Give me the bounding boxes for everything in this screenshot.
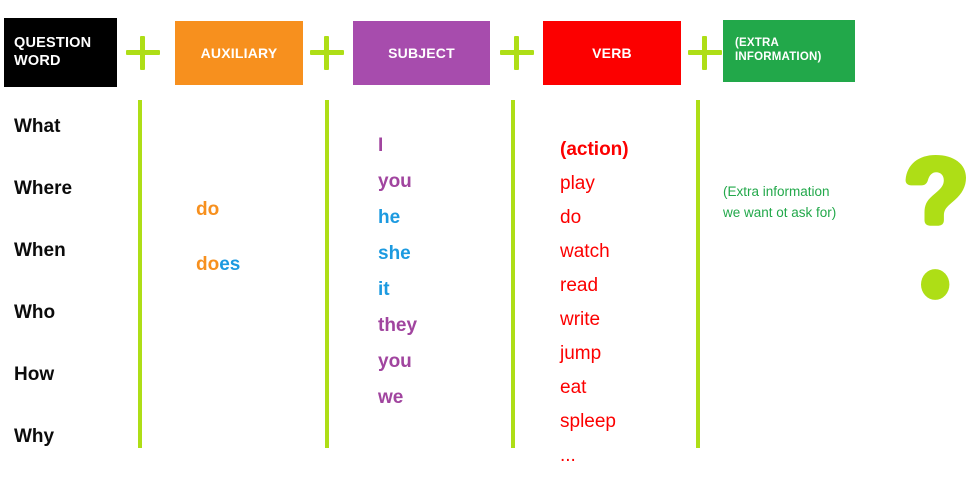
column-question-words: What Where When Who How Why <box>14 96 134 468</box>
header-box-verb-label: VERB <box>592 44 632 61</box>
header-box-question-word: QUESTION WORD <box>4 18 117 87</box>
verb-item-action: (action) <box>560 139 629 160</box>
verb-item: jump <box>560 343 602 364</box>
subject-item: they <box>378 315 418 336</box>
header-box-auxiliary: AUXILIARY <box>175 21 303 85</box>
subject-item: it <box>378 279 390 300</box>
auxiliary-does-ending: es <box>219 254 241 275</box>
question-structure-diagram: QUESTION WORD AUXILIARY SUBJECT VERB (EX… <box>4 18 967 468</box>
verb-item: read <box>560 275 599 296</box>
subject-item: you <box>378 171 412 192</box>
extra-information-line-2: we want ot ask for) <box>723 204 837 220</box>
plus-sign-icon-4 <box>688 36 722 70</box>
header-box-subject: SUBJECT <box>353 21 490 85</box>
question-word-item: How <box>14 364 55 385</box>
question-word-item: Why <box>14 426 55 447</box>
verb-item: do <box>560 207 582 228</box>
subject-item: I <box>378 135 384 156</box>
column-divider-line-4 <box>696 100 700 448</box>
question-word-item: Where <box>14 178 73 199</box>
auxiliary-does-stem: do <box>196 254 220 275</box>
column-divider-line-3 <box>511 100 515 448</box>
extra-information-line-1: (Extra information <box>723 184 830 199</box>
plus-sign-icon-1 <box>126 36 160 70</box>
column-verbs: (action) play do watch read write jump e… <box>560 140 700 480</box>
subject-item: you <box>378 351 412 372</box>
header-box-question-word-label: QUESTION WORD <box>14 35 92 69</box>
question-word-item: What <box>14 116 61 137</box>
verb-item: watch <box>560 241 610 262</box>
verb-item: eat <box>560 377 587 398</box>
column-subjects: I you he she it they you we <box>378 136 508 424</box>
header-box-verb: VERB <box>543 21 681 85</box>
header-box-extra-information-label: (EXTRA INFORMATION) <box>735 37 822 63</box>
verb-item-ellipsis: ... <box>560 445 576 466</box>
header-box-extra-information: (EXTRA INFORMATION) <box>723 20 855 82</box>
header-box-subject-label: SUBJECT <box>388 44 455 61</box>
plus-sign-icon-3 <box>500 36 534 70</box>
auxiliary-item-do: do <box>196 200 316 219</box>
subject-item: we <box>378 387 404 408</box>
auxiliary-item-does: does <box>196 255 316 274</box>
column-extra-information: (Extra information we want ot ask for) <box>723 182 893 224</box>
column-divider-line-1 <box>138 100 142 448</box>
verb-item: spleep <box>560 411 616 432</box>
plus-sign-icon-2 <box>310 36 344 70</box>
column-divider-line-2 <box>325 100 329 448</box>
verb-item: play <box>560 173 595 194</box>
auxiliary-do-stem: do <box>196 199 220 220</box>
question-word-item: When <box>14 240 66 261</box>
subject-item: she <box>378 243 411 264</box>
question-word-item: Who <box>14 302 56 323</box>
question-mark-icon <box>905 155 967 300</box>
column-auxiliaries: do does <box>196 200 316 310</box>
subject-item: he <box>378 207 401 228</box>
header-box-auxiliary-label: AUXILIARY <box>200 44 278 61</box>
verb-item: write <box>560 309 601 330</box>
